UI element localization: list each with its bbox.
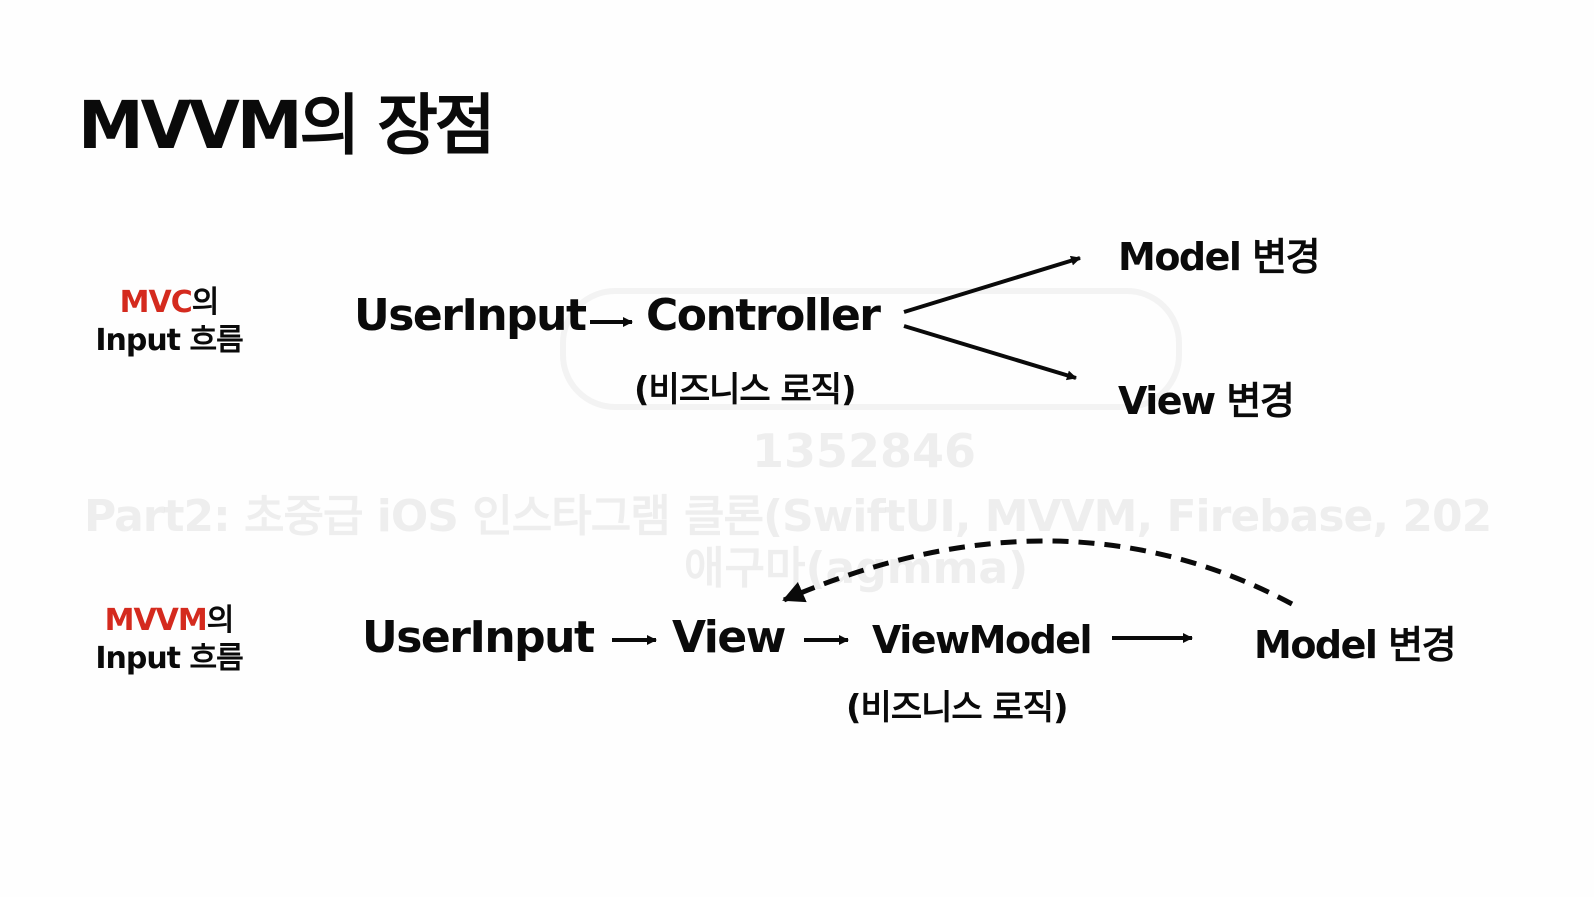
mvc-label-accent: MVC	[119, 285, 193, 320]
watermark-author: 애구마(agmma)	[684, 543, 1029, 594]
mvvm-label-line2: Input 흐름	[95, 641, 243, 676]
arrow-model-to-view-binding	[782, 538, 1294, 607]
mvc-label-suffix: 의	[191, 285, 220, 320]
mvvm-label-suffix: 의	[206, 603, 235, 638]
mvvm-flow-label: MVVM의 Input 흐름	[92, 602, 246, 678]
mvvm-view-node: View	[672, 612, 786, 663]
mvvm-label-accent: MVVM	[104, 603, 208, 638]
arrow-controller-to-view	[903, 324, 1077, 381]
mvvm-model-change-node: Model 변경	[1254, 623, 1457, 667]
arrow-controller-to-model	[903, 255, 1081, 314]
mvc-model-change-node: Model 변경	[1118, 235, 1321, 279]
watermark-course: Part2: 초중급 iOS 인스타그램 클론(SwiftUI, MVVM, F…	[84, 491, 1492, 542]
mvvm-viewmodel-note: (비즈니스 로직)	[846, 688, 1069, 728]
mvc-controller-node: Controller	[646, 290, 881, 341]
watermark-logo	[560, 288, 1182, 410]
mvc-label-line2: Input 흐름	[95, 323, 243, 358]
mvc-userinput-node: UserInput	[354, 290, 587, 341]
mvc-flow-label: MVC의 Input 흐름	[92, 284, 246, 360]
mvvm-userinput-node: UserInput	[362, 612, 595, 663]
page-title: MVVM의 장점	[78, 87, 496, 164]
mvc-view-change-node: View 변경	[1118, 379, 1295, 423]
mvvm-viewmodel-node: ViewModel	[872, 618, 1093, 662]
mvc-controller-note: (비즈니스 로직)	[634, 370, 857, 410]
watermark-id: 1352846	[752, 424, 977, 478]
